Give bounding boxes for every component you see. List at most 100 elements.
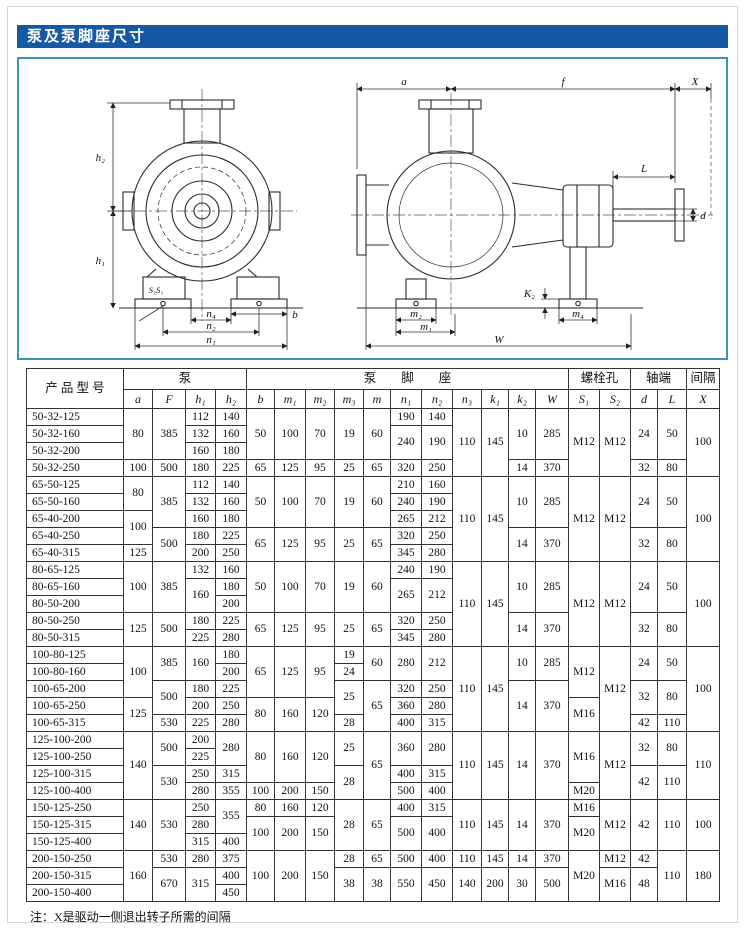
pump-front-view (119, 99, 303, 309)
dim-cell: 670 (152, 867, 186, 902)
dim-cell: 42 (630, 850, 658, 868)
col-header: d (630, 389, 658, 409)
dim-cell: 400 (421, 850, 453, 868)
dim-cell: 400 (421, 782, 453, 800)
dim-cell: 180 (185, 680, 216, 698)
dim-cell: 280 (390, 646, 422, 681)
dim-cell: 250 (215, 697, 247, 715)
dim-cell: 65 (363, 527, 391, 562)
dim-cell: 190 (421, 561, 453, 579)
dim-cell: 110 (452, 476, 482, 562)
dim-cell: 145 (481, 799, 509, 851)
dim-cell: 50 (246, 408, 275, 460)
dim-cell: 280 (421, 629, 453, 647)
dim-cell: 132 (185, 561, 216, 579)
dim-cell: 32 (630, 459, 658, 477)
dimension-labels: h₂ h₁ S₂S₁ b n₄ n₂ n₁ a f X L d K₂ m₂ m₁… (96, 76, 707, 346)
dim-cell: 240 (390, 493, 422, 511)
dim-cell: 110 (452, 646, 482, 732)
dim-cell: 160 (215, 425, 247, 443)
model-cell: 100-65-250 (26, 697, 124, 715)
dim-cell: 280 (215, 731, 247, 766)
dim-cell: 80 (657, 459, 687, 477)
dim-cell: 160 (185, 442, 216, 460)
dim-cell: 132 (185, 425, 216, 443)
dim-cell: 65 (246, 527, 275, 562)
dim-cell: 225 (185, 748, 216, 766)
dim-label-n1: n₁ (206, 334, 216, 346)
dim-cell: 400 (215, 867, 247, 885)
dim-cell: 160 (274, 731, 306, 783)
dim-cell: 345 (390, 544, 422, 562)
dim-cell: 370 (535, 612, 569, 647)
dim-cell: 200 (274, 782, 306, 800)
dim-cell: 70 (305, 408, 335, 460)
model-cell: 65-40-315 (26, 544, 124, 562)
model-cell: 100-65-315 (26, 714, 124, 732)
dim-cell: M16 (599, 867, 631, 902)
dim-cell: 14 (508, 799, 536, 851)
dim-cell: 180 (686, 850, 720, 902)
dim-cell: 100 (274, 561, 306, 613)
group-header: 泵 (123, 368, 247, 390)
dim-cell: 60 (363, 408, 391, 460)
dim-cell: 132 (185, 493, 216, 511)
model-cell: 65-50-125 (26, 476, 124, 494)
model-cell: 200-150-315 (26, 867, 124, 885)
dim-cell: 240 (390, 425, 422, 460)
dim-cell: 225 (215, 612, 247, 630)
dim-cell: 100 (686, 476, 720, 562)
dim-cell: M12 (599, 850, 631, 868)
footnote: 注：X是驱动一侧退出转子所需的间隔 (30, 910, 231, 924)
dim-cell: 19 (334, 561, 364, 613)
dim-cell: 145 (481, 408, 509, 477)
dim-cell: 500 (152, 612, 186, 647)
centerlines (113, 89, 713, 321)
dim-cell: 360 (390, 731, 422, 766)
dim-cell: 80 (123, 408, 153, 460)
dim-label-m1: m₁ (420, 321, 432, 333)
dim-cell: 14 (508, 680, 536, 732)
model-cell: 50-32-250 (26, 459, 124, 477)
dim-cell: 65 (246, 459, 275, 477)
dim-cell: 320 (390, 459, 422, 477)
dim-cell: 360 (390, 697, 422, 715)
col-header: k₁ (481, 389, 509, 409)
col-header: W (535, 389, 569, 409)
dim-cell: 190 (421, 425, 453, 460)
dim-cell: 95 (305, 459, 335, 477)
dim-cell: 200 (215, 595, 247, 613)
dim-cell: 24 (630, 408, 658, 460)
dim-cell: 370 (535, 731, 569, 800)
dim-cell: 32 (630, 680, 658, 715)
dim-cell: 100 (123, 646, 153, 698)
dim-cell: 32 (630, 731, 658, 766)
dim-cell: 112 (185, 408, 216, 426)
model-cell: 50-32-125 (26, 408, 124, 426)
dim-cell: 10 (508, 408, 536, 460)
col-header: n₃ (452, 389, 482, 409)
dim-cell: 370 (535, 459, 569, 477)
dim-cell: M12 (568, 646, 600, 698)
dim-cell: 400 (390, 714, 422, 732)
dim-cell: 140 (421, 408, 453, 426)
col-header: m₃ (334, 389, 364, 409)
dim-cell: 355 (215, 782, 247, 800)
dim-cell: 100 (274, 408, 306, 460)
dim-cell: 120 (305, 731, 335, 783)
dim-cell: 19 (334, 408, 364, 460)
dim-cell: 285 (535, 561, 569, 613)
dim-label-f: f (561, 76, 566, 88)
dim-cell: 25 (334, 459, 364, 477)
dim-cell: 160 (215, 561, 247, 579)
dim-cell: 160 (185, 578, 216, 613)
